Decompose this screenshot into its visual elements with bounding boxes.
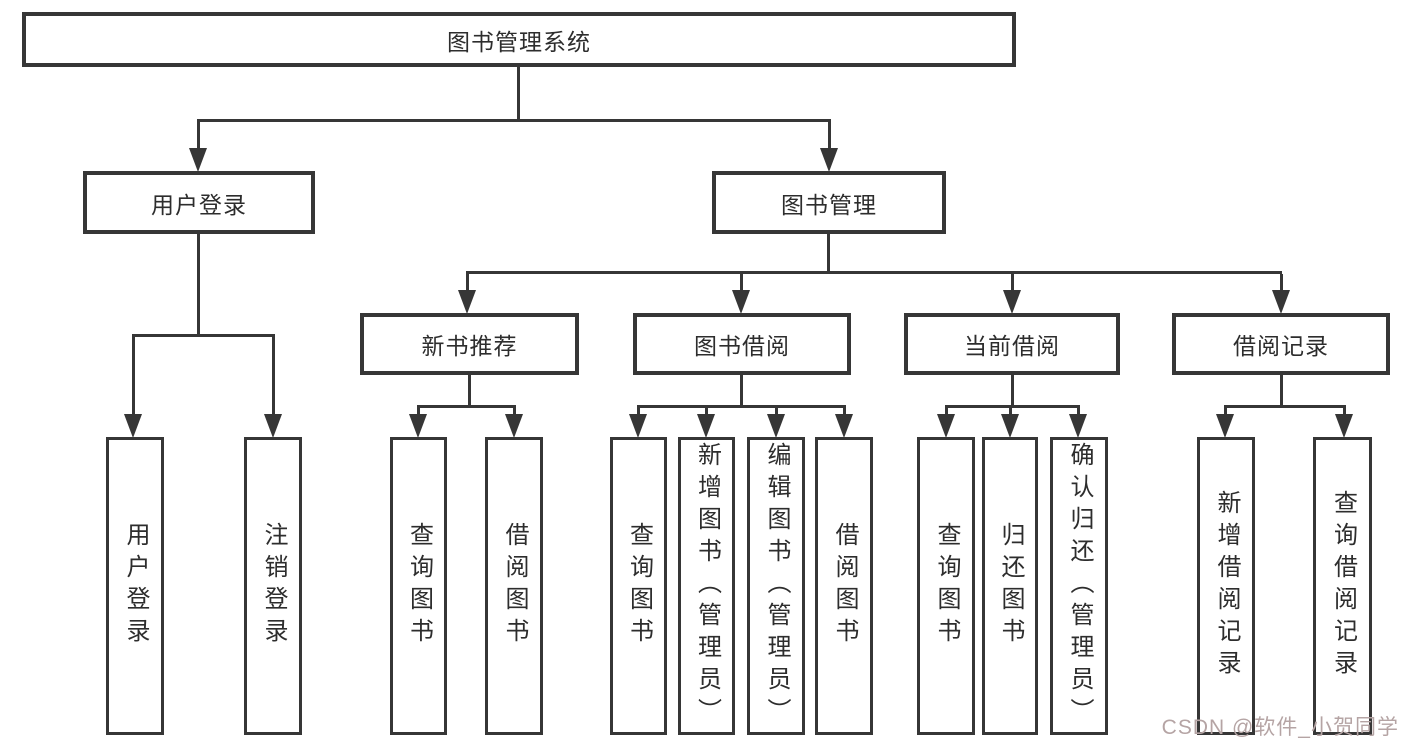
connector-line: [132, 337, 135, 414]
connector-line: [1280, 274, 1283, 290]
node-current-borrow-label: 当前借阅: [964, 333, 1060, 359]
leaf-logout: 注销登录: [244, 437, 302, 735]
arrowhead-down-icon: [124, 414, 142, 438]
node-book-borrow: 图书借阅: [633, 313, 851, 375]
arrowhead-down-icon: [732, 290, 750, 314]
leaf-cb-query-book-label: 查询图书: [933, 522, 960, 650]
connector-line: [132, 334, 275, 337]
connector-line: [468, 375, 471, 408]
connector-line: [197, 234, 200, 337]
connector-line: [517, 66, 520, 122]
connector-line: [513, 408, 516, 414]
connector-line: [740, 274, 743, 290]
arrowhead-down-icon: [835, 414, 853, 438]
connector-line: [1343, 408, 1346, 414]
arrowhead-down-icon: [937, 414, 955, 438]
leaf-br-add-record: 新增借阅记录: [1197, 437, 1255, 735]
arrowhead-down-icon: [264, 414, 282, 438]
arrowhead-down-icon: [820, 148, 838, 172]
arrowhead-down-icon: [1272, 290, 1290, 314]
connector-line: [197, 122, 200, 150]
leaf-bb-borrow-book-label: 借阅图书: [831, 522, 858, 650]
leaf-nb-borrow-book: 借阅图书: [485, 437, 543, 735]
leaf-br-query-record: 查询借阅记录: [1313, 437, 1372, 735]
leaf-logout-label: 注销登录: [260, 522, 287, 650]
connector-line: [843, 408, 846, 414]
connector-line: [828, 122, 831, 150]
connector-line: [417, 405, 516, 408]
node-user-login: 用户登录: [83, 171, 315, 234]
connector-line: [637, 408, 640, 414]
connector-line: [1011, 274, 1014, 290]
arrowhead-down-icon: [458, 290, 476, 314]
connector-line: [272, 337, 275, 414]
node-book-borrow-label: 图书借阅: [694, 333, 790, 359]
arrowhead-down-icon: [1069, 414, 1087, 438]
leaf-cb-confirm-return-admin-label: 确认归还（管理员）: [1066, 442, 1093, 730]
connector-line: [417, 408, 420, 414]
leaf-bb-edit-book-admin-label: 编辑图书（管理员）: [763, 442, 790, 730]
arrowhead-down-icon: [1216, 414, 1234, 438]
node-book-management-label: 图书管理: [781, 191, 877, 218]
arrowhead-down-icon: [629, 414, 647, 438]
arrowhead-down-icon: [505, 414, 523, 438]
arrowhead-down-icon: [189, 148, 207, 172]
connector-line: [466, 274, 469, 290]
leaf-user-login: 用户登录: [106, 437, 164, 735]
connector-line: [827, 234, 830, 274]
connector-line: [945, 408, 948, 414]
leaf-bb-borrow-book: 借阅图书: [815, 437, 873, 735]
arrowhead-down-icon: [1335, 414, 1353, 438]
leaf-bb-query-book: 查询图书: [610, 437, 667, 735]
arrowhead-down-icon: [409, 414, 427, 438]
node-root: 图书管理系统: [22, 12, 1016, 67]
connector-line: [775, 408, 778, 414]
connector-line: [1011, 375, 1014, 408]
connector-line: [1280, 375, 1283, 408]
node-borrow-records-label: 借阅记录: [1233, 333, 1329, 359]
node-book-management: 图书管理: [712, 171, 946, 234]
connector-line: [1224, 408, 1227, 414]
leaf-bb-add-book-admin: 新增图书（管理员）: [678, 437, 735, 735]
leaf-nb-borrow-book-label: 借阅图书: [501, 522, 528, 650]
node-user-login-label: 用户登录: [151, 191, 247, 218]
connector-line: [1009, 408, 1012, 414]
node-new-book-recommend: 新书推荐: [360, 313, 579, 375]
leaf-user-login-label: 用户登录: [122, 522, 149, 650]
leaf-cb-return-book: 归还图书: [982, 437, 1038, 735]
connector-line: [466, 271, 1282, 274]
leaf-cb-confirm-return-admin: 确认归还（管理员）: [1050, 437, 1108, 735]
node-root-label: 图书管理系统: [447, 28, 591, 55]
leaf-br-add-record-label: 新增借阅记录: [1213, 490, 1240, 682]
connector-line: [197, 119, 831, 122]
csdn-watermark: CSDN @软件_小贺同学: [1161, 716, 1399, 739]
connector-line: [740, 375, 743, 408]
node-borrow-records: 借阅记录: [1172, 313, 1390, 375]
arrowhead-down-icon: [767, 414, 785, 438]
leaf-nb-query-book: 查询图书: [390, 437, 447, 735]
leaf-bb-add-book-admin-label: 新增图书（管理员）: [693, 442, 721, 730]
connector-line: [705, 408, 708, 414]
arrowhead-down-icon: [1001, 414, 1019, 438]
connector-line: [945, 405, 1080, 408]
leaf-cb-return-book-label: 归还图书: [997, 522, 1024, 650]
connector-line: [637, 405, 846, 408]
leaf-bb-edit-book-admin: 编辑图书（管理员）: [747, 437, 805, 735]
node-current-borrow: 当前借阅: [904, 313, 1120, 375]
arrowhead-down-icon: [1003, 290, 1021, 314]
leaf-bb-query-book-label: 查询图书: [625, 522, 653, 650]
leaf-cb-query-book: 查询图书: [917, 437, 975, 735]
connector-line: [1224, 405, 1346, 408]
connector-line: [1077, 408, 1080, 414]
leaf-nb-query-book-label: 查询图书: [405, 522, 433, 650]
leaf-br-query-record-label: 查询借阅记录: [1329, 490, 1357, 682]
arrowhead-down-icon: [697, 414, 715, 438]
node-new-book-recommend-label: 新书推荐: [421, 333, 518, 359]
